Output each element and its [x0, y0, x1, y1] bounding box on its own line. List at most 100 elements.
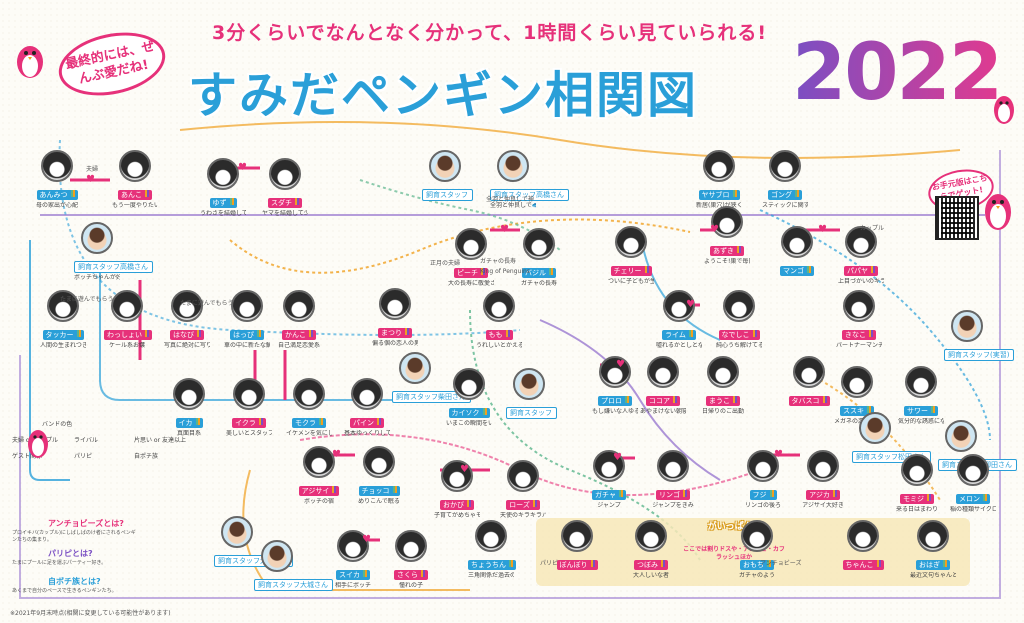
- node-name: フジ: [752, 491, 767, 499]
- staff-photo: [945, 420, 977, 452]
- penguin-node[interactable]: ライム嘘れるかとしとなり: [656, 290, 702, 349]
- penguin-node[interactable]: まうこ日帰りのご出勤: [700, 356, 746, 415]
- node-name: タッカー: [45, 331, 74, 339]
- penguin-node[interactable]: ちゃんこ: [840, 520, 886, 572]
- heart-icon: ♥: [774, 449, 783, 460]
- penguin-photo: [847, 520, 879, 552]
- penguin-node[interactable]: あんこもう一度やりたい: [112, 150, 158, 209]
- penguin-node[interactable]: チョッコめりこんで眠る: [356, 446, 402, 505]
- penguin-node[interactable]: はなび写真に絶対に写りたい鳥: [164, 290, 210, 349]
- node-name-tag: ぼんぼり: [556, 560, 598, 570]
- penguin-node[interactable]: ぼんぼり: [554, 520, 600, 572]
- penguin-node[interactable]: きなこパートナーマンチェイス: [836, 290, 882, 349]
- node-caption: 上目づかいのキラパン: [838, 278, 884, 285]
- relation-note: 夫婦: [86, 166, 99, 173]
- penguin-node[interactable]: ココアあやまけない朝寝坊: [640, 356, 686, 415]
- penguin-node[interactable]: モミジ来る日はまわり: [894, 454, 940, 513]
- penguin-photo: [747, 450, 779, 482]
- node-caption: 美しいとスタッフの視線: [226, 430, 272, 437]
- staff-node[interactable]: 飼育スタッフ松田さん: [852, 412, 931, 464]
- penguin-node[interactable]: おもちガチャのよう: [734, 520, 780, 579]
- qr-code-icon[interactable]: [935, 196, 979, 240]
- penguin-photo: [293, 378, 325, 410]
- penguin-node[interactable]: はっぴ車の中に新たな鯛: [224, 290, 270, 349]
- wing-band-icon: [642, 266, 649, 276]
- node-name-tag: 飼育スタッフ高橋さん: [74, 261, 153, 273]
- penguin-node[interactable]: おかび子育てがめちゃモテ: [434, 460, 480, 519]
- penguin-node[interactable]: イクラ美しいとスタッフの視線: [226, 378, 272, 437]
- node-caption: 大人しいな者: [632, 572, 669, 579]
- node-caption: 稲の種類サイクロン: [950, 506, 996, 513]
- penguin-node[interactable]: かんこ自己満足恋愛系: [276, 290, 322, 349]
- heart-icon: ♥: [86, 174, 95, 185]
- wing-band-icon: [330, 486, 337, 496]
- penguin-photo: [845, 226, 877, 258]
- staff-node[interactable]: 飼育スタッフ(実習): [944, 310, 1015, 362]
- penguin-node[interactable]: ピーチ大の長寿に敬愛されている: [448, 228, 494, 287]
- penguin-node[interactable]: まつり偏る個の恋人の男: [372, 288, 418, 347]
- node-name-tag: ススキ: [840, 406, 874, 416]
- penguin-node[interactable]: リンゴジャンプをきみ: [650, 450, 696, 509]
- penguin-node[interactable]: フジリンゴの後ろ: [740, 450, 786, 509]
- penguin-node[interactable]: あんみつ母の家出が心配: [34, 150, 80, 209]
- penguin-node[interactable]: スダチヤマを結婚して少食を克服: [262, 158, 308, 217]
- penguin-node[interactable]: バジルガチャの長寿: [516, 228, 562, 287]
- node-name-tag: まうこ: [706, 396, 740, 406]
- penguin-node[interactable]: わっしょいケール系お嬢: [104, 290, 152, 349]
- relation-note: たまに遊んでもらう: [180, 300, 234, 307]
- penguin-node[interactable]: パイン基本ゆっくりしているスタンス: [344, 378, 390, 437]
- penguin-node[interactable]: おはぎ最近文句ちゃんと仲: [910, 520, 956, 579]
- penguin-photo: [807, 450, 839, 482]
- node-name: ヤサブロ: [701, 191, 730, 199]
- node-name: パパヤ: [847, 267, 868, 275]
- penguin-node[interactable]: ガチャジャンプ: [586, 450, 632, 509]
- penguin-node[interactable]: チェリーついに子どもが生まれた: [608, 226, 654, 285]
- node-name: あずき: [713, 247, 734, 255]
- penguin-node[interactable]: タバスコ: [786, 356, 832, 408]
- relation-note: ガチャの長寿: [480, 258, 516, 265]
- penguin-node[interactable]: タッカー人間の生まれつき: [40, 290, 86, 349]
- penguin-node[interactable]: マンゴ: [774, 226, 820, 278]
- node-caption: 母の家出が心配: [35, 202, 78, 209]
- wing-band-icon: [465, 500, 471, 510]
- penguin-node[interactable]: つぼみ大人しいな者: [628, 520, 674, 579]
- penguin-node[interactable]: イカ真面目系: [166, 378, 212, 437]
- node-name-tag: タッカー: [42, 330, 84, 340]
- penguin-node[interactable]: ゆずうわさを結婚してビビりを克服: [200, 158, 246, 217]
- penguin-node[interactable]: さくら憧れの子: [388, 530, 434, 589]
- penguin-node[interactable]: モクライケメンを気にしてる: [286, 378, 332, 437]
- penguin-node[interactable]: なでしこ純心うち解けてる: [716, 290, 762, 349]
- penguin-node[interactable]: ローズ天使のキラキラパジャマ: [500, 460, 546, 519]
- node-caption: スティックに関する想いが止まらない: [762, 202, 808, 209]
- staff-photo: [951, 310, 983, 342]
- penguin-node[interactable]: アジカアジサイ大好き: [800, 450, 846, 509]
- penguin-node[interactable]: ももうれしいとかえる: [476, 290, 522, 349]
- staff-node[interactable]: 飼育スタッフ: [506, 368, 557, 420]
- penguin-node[interactable]: パパヤ上目づかいのキラパン: [838, 226, 884, 285]
- staff-node[interactable]: 飼育スタッフ大城さん: [254, 540, 333, 592]
- node-caption: ようこそ!巣で毎日幸せ暮らし: [704, 258, 750, 265]
- penguin-node[interactable]: アジサイボッチの宿: [296, 446, 342, 505]
- penguin-node[interactable]: ちょうちん三角関係だ過去の出会いはお地蔵さん: [468, 520, 516, 579]
- node-name-tag: スイカ: [336, 570, 370, 580]
- node-name-tag: イカ: [175, 418, 203, 428]
- node-caption: ボッチの宿: [303, 498, 334, 505]
- node-name: おもち: [743, 561, 764, 569]
- staff-node[interactable]: 飼育スタッフ柴田さん: [392, 352, 471, 404]
- staff-node[interactable]: 飼育スタッフ高橋さんボッチちゃんが好き: [74, 222, 153, 281]
- penguin-node[interactable]: スイカ相手にポッチ: [330, 530, 376, 589]
- staff-photo: [221, 516, 253, 548]
- penguin-node[interactable]: プロロもし嫌いな人ゆる: [592, 356, 638, 415]
- node-name-tag: サワー: [904, 406, 938, 416]
- wing-band-icon: [765, 560, 771, 570]
- penguin-node[interactable]: ゴングスティックに関する想いが止まらない: [762, 150, 808, 209]
- penguin-node[interactable]: カイソクいまこの瞬間をいただく: [446, 368, 492, 427]
- penguin-node[interactable]: ススキメガネの恋人を恋: [834, 366, 880, 425]
- staff-node[interactable]: 飼育スタッフ高橋さん全羽と仲良しで🐟: [490, 150, 569, 209]
- node-caption: 三角関係だ過去の出会いはお地蔵さん: [468, 572, 514, 579]
- penguin-node[interactable]: メロン稲の種類サイクロン: [950, 454, 996, 513]
- penguin-node[interactable]: サワー気分的な誘惑になれ: [898, 366, 944, 425]
- staff-node[interactable]: 飼育スタッフ: [422, 150, 473, 202]
